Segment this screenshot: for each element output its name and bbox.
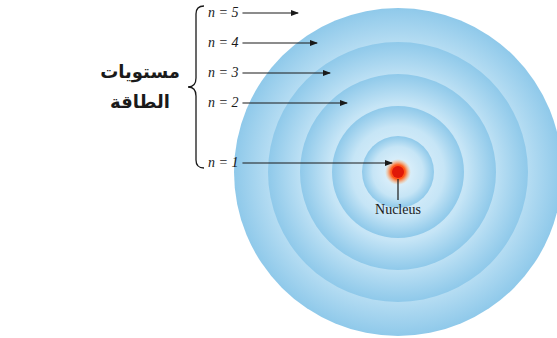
level-label: n = 4 bbox=[208, 35, 238, 51]
level-label: n = 1 bbox=[208, 155, 238, 171]
leader-arrow bbox=[242, 162, 392, 163]
nucleus-label: Nucleus bbox=[373, 202, 423, 218]
energy-ring bbox=[234, 8, 557, 336]
leader-arrow bbox=[242, 42, 317, 43]
level-label: n = 5 bbox=[208, 5, 238, 21]
energy-ring bbox=[362, 136, 434, 208]
energy-ring bbox=[332, 106, 464, 238]
leader-arrow bbox=[242, 72, 330, 73]
leader-arrow bbox=[242, 102, 347, 103]
energy-ring bbox=[268, 42, 528, 302]
level-label: n = 3 bbox=[208, 65, 238, 81]
brace bbox=[188, 6, 204, 168]
group-label: مستويات الطاقة bbox=[98, 57, 182, 117]
level-label: n = 2 bbox=[208, 95, 238, 111]
leader-line bbox=[397, 179, 398, 200]
nucleus bbox=[392, 166, 404, 178]
leader-arrow bbox=[242, 12, 298, 13]
